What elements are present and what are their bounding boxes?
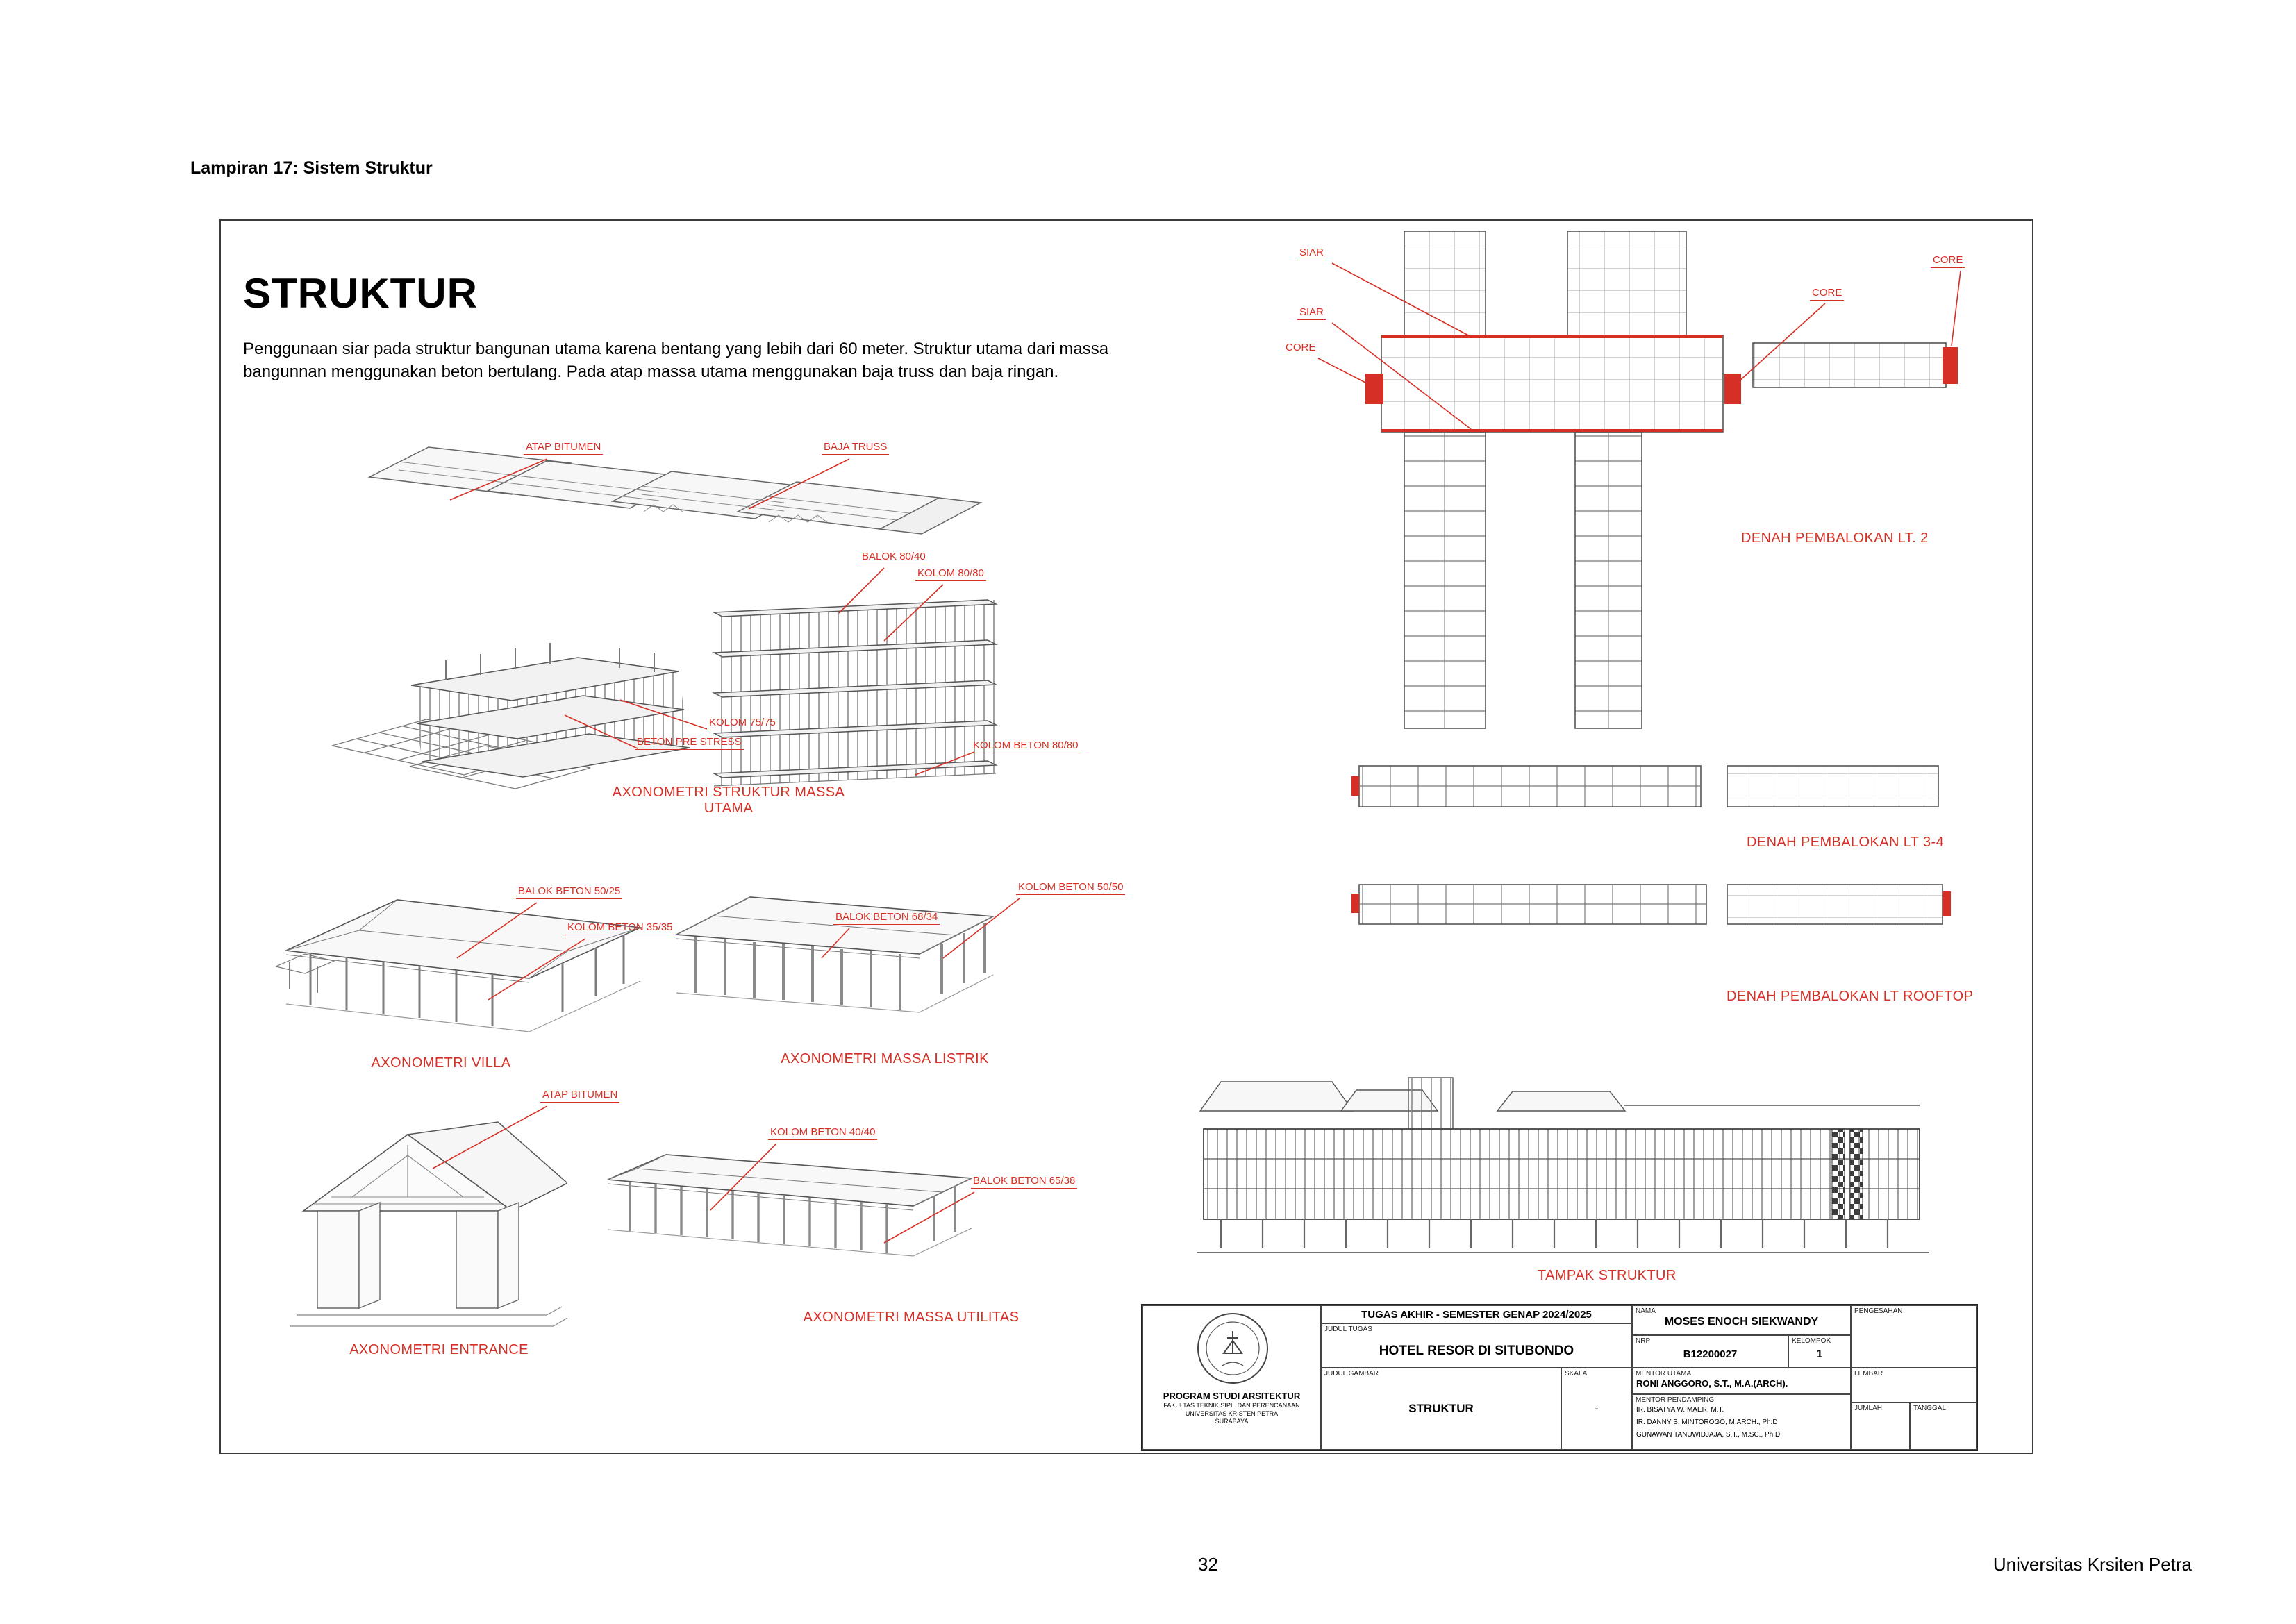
mentor-pendamping-cell: MENTOR PENDAMPING IR. BISATYA W. MAER, M… bbox=[1632, 1394, 1851, 1450]
mentor-pendamping-2: IR. DANNY S. MINTOROGO, M.ARCH., Ph.D bbox=[1636, 1418, 1778, 1426]
annotation-kolom-beton-50-50: KOLOM BETON 50/50 bbox=[1016, 881, 1126, 895]
judul-tugas-cell: JUDUL TUGAS HOTEL RESOR DI SITUBONDO bbox=[1321, 1323, 1632, 1368]
annotation-balok-80-40: BALOK 80/40 bbox=[860, 551, 928, 564]
annotation-beton-pre-stress: BETON PRE STRESS bbox=[635, 736, 744, 750]
mentor-utama-value: RONI ANGGORO, S.T., M.A.(ARCH). bbox=[1636, 1378, 1788, 1389]
denah-lt2-drawing bbox=[1365, 231, 1958, 729]
judul-tugas-value: HOTEL RESOR DI SITUBONDO bbox=[1379, 1343, 1574, 1358]
tugas-akhir-header: TUGAS AKHIR - SEMESTER GENAP 2024/2025 bbox=[1361, 1309, 1592, 1321]
judul-tugas-label: JUDUL TUGAS bbox=[1324, 1325, 1372, 1333]
listrik-drawing bbox=[674, 896, 995, 1013]
title-block: PROGRAM STUDI ARSITEKTUR FAKULTAS TEKNIK… bbox=[1141, 1304, 1978, 1451]
mentor-utama-cell: MENTOR UTAMA RONI ANGGORO, S.T., M.A.(AR… bbox=[1632, 1368, 1851, 1394]
jumlah-cell: JUMLAH bbox=[1851, 1403, 1910, 1450]
tanggal-label: TANGGAL bbox=[1913, 1405, 1947, 1412]
caption-denah-lt2: DENAH PEMBALOKAN LT. 2 bbox=[1741, 530, 1929, 546]
roof-structure-drawing bbox=[367, 446, 983, 535]
appendix-header: Lampiran 17: Sistem Struktur bbox=[190, 158, 433, 178]
mentor-pendamping-1: IR. BISATYA W. MAER, M.T. bbox=[1636, 1406, 1724, 1414]
description-line-2: bangunnan menggunakan beton bertulang. P… bbox=[243, 362, 1059, 382]
skala-value: - bbox=[1595, 1402, 1599, 1415]
sheet-description: Penggunaan siar pada struktur bangunan u… bbox=[243, 337, 1215, 383]
caption-tampak: TAMPAK STRUKTUR bbox=[1538, 1268, 1677, 1283]
entrance-drawing bbox=[290, 1121, 567, 1327]
caption-denah-rooftop: DENAH PEMBALOKAN LT ROOFTOP bbox=[1727, 989, 1974, 1004]
caption-massa-utama-line2: UTAMA bbox=[704, 801, 754, 816]
skala-cell: SKALA - bbox=[1561, 1368, 1632, 1450]
nama-cell: NAMA MOSES ENOCH SIEKWANDY bbox=[1632, 1305, 1851, 1335]
annotation-kolom-beton-35-35: KOLOM BETON 35/35 bbox=[565, 921, 675, 935]
villa-drawing bbox=[276, 899, 642, 1032]
program-studi: PROGRAM STUDI ARSITEKTUR bbox=[1163, 1391, 1301, 1401]
page-number: 32 bbox=[1198, 1554, 1218, 1575]
nrp-label: NRP bbox=[1636, 1337, 1651, 1345]
pengesahan-label: PENGESAHAN bbox=[1854, 1307, 1903, 1315]
tampak-drawing bbox=[1197, 1077, 1929, 1253]
annotation-core-1: CORE bbox=[1931, 254, 1965, 268]
annotation-baja-truss: BAJA TRUSS bbox=[822, 441, 890, 455]
mentor-utama-label: MENTOR UTAMA bbox=[1636, 1370, 1692, 1378]
judul-gambar-cell: JUDUL GAMBAR STRUKTUR bbox=[1321, 1368, 1561, 1450]
caption-listrik: AXONOMETRI MASSA LISTRIK bbox=[781, 1051, 989, 1066]
annotation-atap-bitumen: ATAP BITUMEN bbox=[524, 441, 604, 455]
annotation-kolom-75-75: KOLOM 75/75 bbox=[707, 717, 778, 730]
denah-lt34-drawing bbox=[1351, 765, 1939, 807]
caption-utilitas: AXONOMETRI MASSA UTILITAS bbox=[803, 1309, 1020, 1325]
mentor-pendamping-label: MENTOR PENDAMPING bbox=[1636, 1396, 1715, 1404]
annotation-siar-1: SIAR bbox=[1297, 246, 1326, 260]
main-structure-drawing bbox=[331, 599, 998, 789]
drawing-sheet: STRUKTUR Penggunaan siar pada struktur b… bbox=[219, 219, 2033, 1454]
caption-massa-utama: AXONOMETRI STRUKTUR MASSA UTAMA bbox=[613, 785, 845, 817]
annotation-kolom-beton-80-80: KOLOM BETON 80/80 bbox=[971, 739, 1081, 753]
fakultas: FAKULTAS TEKNIK SIPIL DAN PERENCANAAN bbox=[1163, 1402, 1300, 1409]
annotation-balok-beton-65-38: BALOK BETON 65/38 bbox=[971, 1175, 1078, 1189]
university-logo bbox=[1197, 1313, 1268, 1384]
annotation-core-2: CORE bbox=[1810, 287, 1845, 301]
nama-label: NAMA bbox=[1636, 1307, 1656, 1315]
annotation-balok-beton-68-34: BALOK BETON 68/34 bbox=[833, 911, 940, 925]
kelompok-label: KELOMPOK bbox=[1792, 1337, 1831, 1345]
annotation-kolom-80-80: KOLOM 80/80 bbox=[915, 567, 986, 581]
nama-value: MOSES ENOCH SIEKWANDY bbox=[1664, 1316, 1819, 1328]
tanggal-cell: TANGGAL bbox=[1910, 1403, 1977, 1450]
annotation-core-3: CORE bbox=[1283, 342, 1318, 355]
caption-entrance: AXONOMETRI ENTRANCE bbox=[349, 1342, 529, 1357]
judul-gambar-label: JUDUL GAMBAR bbox=[1324, 1370, 1379, 1378]
sheet-title: STRUKTUR bbox=[243, 270, 478, 317]
kelompok-cell: KELOMPOK 1 bbox=[1788, 1335, 1851, 1368]
title-block-header-cell: TUGAS AKHIR - SEMESTER GENAP 2024/2025 bbox=[1321, 1305, 1632, 1323]
universitas: UNIVERSITAS KRISTEN PETRA bbox=[1185, 1409, 1279, 1417]
judul-gambar-value: STRUKTUR bbox=[1408, 1402, 1474, 1415]
denah-rooftop-drawing bbox=[1351, 884, 1951, 925]
pengesahan-cell: PENGESAHAN bbox=[1851, 1305, 1977, 1368]
caption-massa-utama-line1: AXONOMETRI STRUKTUR MASSA bbox=[612, 785, 845, 800]
nrp-value: B12200027 bbox=[1683, 1348, 1738, 1360]
caption-villa: AXONOMETRI VILLA bbox=[371, 1055, 511, 1071]
jumlah-label: JUMLAH bbox=[1854, 1405, 1883, 1412]
nrp-cell: NRP B12200027 bbox=[1632, 1335, 1788, 1368]
description-line-1: Penggunaan siar pada struktur bangunan u… bbox=[243, 340, 1109, 358]
lembar-cell: LEMBAR bbox=[1851, 1368, 1977, 1403]
mentor-pendamping-3: GUNAWAN TANUWIDJAJA, S.T., M.SC., Ph.D bbox=[1636, 1431, 1781, 1439]
skala-label: SKALA bbox=[1565, 1370, 1588, 1378]
kota: SURABAYA bbox=[1215, 1417, 1249, 1425]
title-block-program-cell: PROGRAM STUDI ARSITEKTUR FAKULTAS TEKNIK… bbox=[1142, 1305, 1321, 1450]
annotation-kolom-beton-40-40: KOLOM BETON 40/40 bbox=[768, 1126, 878, 1140]
annotation-atap-bitumen-entrance: ATAP BITUMEN bbox=[540, 1089, 620, 1103]
kelompok-value: 1 bbox=[1816, 1348, 1823, 1360]
annotation-siar-2: SIAR bbox=[1297, 306, 1326, 320]
utilitas-drawing bbox=[607, 1154, 974, 1257]
caption-denah-lt34: DENAH PEMBALOKAN LT 3-4 bbox=[1747, 835, 1945, 850]
lembar-label: LEMBAR bbox=[1854, 1370, 1883, 1378]
footer-institution: Universitas Krsiten Petra bbox=[1993, 1554, 2192, 1575]
annotation-balok-beton-50-25: BALOK BETON 50/25 bbox=[516, 885, 623, 899]
